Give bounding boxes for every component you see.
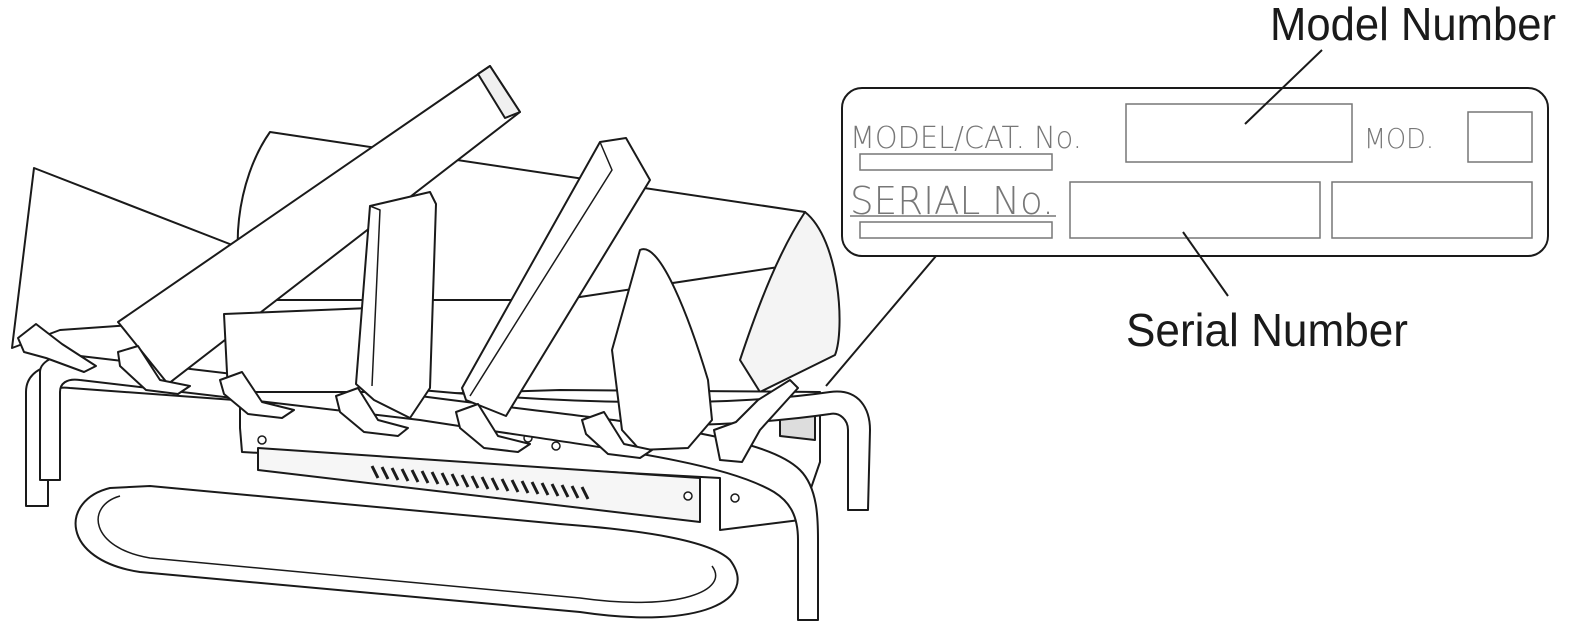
leader-lines	[825, 49, 1323, 387]
mod-field	[1467, 111, 1533, 163]
log-upright-center	[355, 191, 437, 419]
model-number-leader	[1244, 49, 1323, 125]
hook-2	[117, 345, 191, 395]
grate-hooks	[17, 323, 799, 463]
vent-slots	[370, 465, 590, 500]
serial-extra-field	[1331, 181, 1533, 239]
model-cat-label: MODEL/CAT. No.	[850, 121, 1082, 156]
ember-tray	[74, 485, 739, 619]
housing-screws	[257, 433, 740, 503]
log-upright-right	[611, 248, 713, 451]
log-set-illustration	[11, 65, 871, 621]
plate-to-unit-leader	[825, 255, 937, 387]
log-upright-center-face	[369, 205, 381, 387]
serial-number-leader	[1182, 231, 1229, 297]
serial-number-callout: Serial Number	[1126, 304, 1408, 356]
serial-number-field	[1069, 181, 1321, 239]
serial-underline-box	[859, 221, 1053, 239]
hook-4	[335, 387, 409, 437]
mod-label: MOD.	[1364, 122, 1434, 155]
hook-3	[219, 371, 295, 419]
ember-tray-inner	[97, 495, 717, 604]
log-diagonal-right-face	[469, 141, 613, 397]
hook-5	[455, 403, 531, 453]
hook-1	[17, 323, 97, 373]
log-top-diagonal-end	[477, 65, 521, 119]
log-diagonal-right	[461, 137, 651, 417]
model-cat-underline-box	[859, 153, 1053, 171]
model-number-callout: Model Number	[1270, 0, 1556, 50]
model-number-field	[1125, 103, 1353, 163]
hook-6	[581, 411, 653, 459]
firebox-front-panel	[257, 447, 701, 523]
hook-7	[713, 379, 799, 463]
rating-plate: MODEL/CAT. No. MOD. SERIAL No.	[841, 87, 1549, 257]
